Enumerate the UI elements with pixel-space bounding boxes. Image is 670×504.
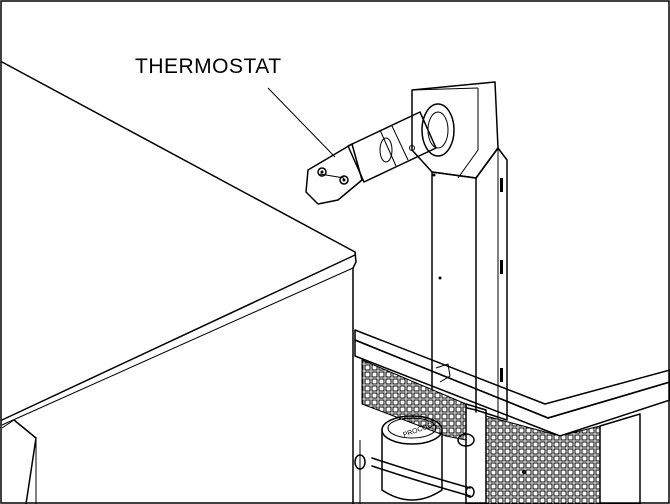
- cabinet: [2, 60, 356, 504]
- callout-leader-line: [268, 88, 335, 157]
